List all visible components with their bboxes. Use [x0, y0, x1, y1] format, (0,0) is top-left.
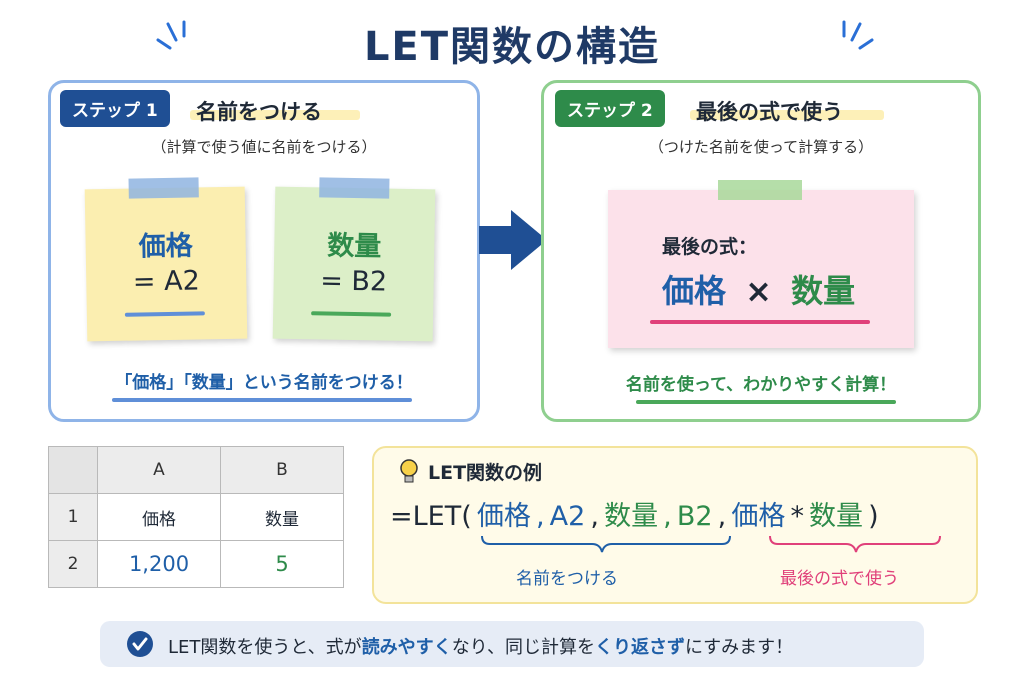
formula-expr2: 数量 — [809, 501, 864, 532]
page-title: LET関数の構造 — [363, 24, 661, 70]
check-circle-icon — [127, 631, 153, 657]
brace-name-value-pairs — [481, 535, 731, 553]
formula-value1: A2 — [549, 501, 586, 532]
cell-a2: 1,200 — [97, 540, 221, 588]
final-expression-operator: × — [745, 272, 772, 310]
step2-caption: 名前を使って、わかりやすく計算！ — [625, 375, 897, 395]
step1-heading: 名前をつける — [196, 100, 322, 124]
step2-subtitle: （つけた名前を使って計算する） — [648, 138, 874, 156]
formula-sep2: , — [590, 501, 599, 532]
note-quantity-name: 数量 — [327, 230, 382, 263]
step2-heading: 最後の式で使う — [696, 100, 843, 124]
let-formula: =LET( 価格 , A2 , 数量 , B2 , 価格 * 数量 ) — [390, 494, 879, 533]
spreadsheet: A B 1 価格 数量 2 1,200 5 — [48, 446, 344, 588]
formula-suffix: ) — [868, 501, 879, 532]
formula-name2: 数量 — [604, 501, 659, 532]
next-step-arrow-icon — [479, 210, 547, 270]
table-row: 2 1,200 5 — [48, 540, 344, 588]
final-expression-right: 数量 — [791, 272, 856, 310]
summary-text-post: にすみます！ — [684, 637, 794, 658]
cell-b2: 5 — [220, 540, 344, 588]
note-price-underline — [124, 311, 205, 317]
formula-prefix: =LET( — [390, 501, 472, 532]
spark-right-icon — [842, 20, 874, 50]
let-example-box — [372, 446, 978, 604]
summary-highlight-no-repeat: くり返さず — [594, 637, 685, 658]
example-title: LET関数の例 — [428, 462, 543, 484]
lightbulb-icon — [400, 459, 418, 483]
formula-sep4: , — [717, 501, 727, 532]
formula-operator: * — [790, 501, 804, 532]
summary-text: LET関数を使うと、式が読みやすくなり、同じ計算をくり返さずにすみます！ — [168, 633, 793, 659]
summary-text-mid: なり、同じ計算を — [451, 637, 595, 658]
note-final-expression: 最後の式： 価格 × 数量 — [608, 180, 914, 348]
note-price-name: 価格 — [138, 230, 193, 263]
note-quantity-value: = B2 — [319, 265, 388, 298]
summary-text-pre: LET関数を使うと、式が — [168, 637, 362, 658]
brace-left-label: 名前をつける — [516, 569, 618, 589]
step2-caption-underline — [636, 400, 896, 404]
cell-b1: 数量 — [220, 493, 344, 541]
row-header: 1 — [48, 493, 98, 541]
note-quantity-underline — [311, 311, 392, 317]
formula-name1: 価格 — [476, 501, 531, 532]
sheet-corner-cell — [48, 446, 98, 494]
formula-expr1: 価格 — [731, 501, 786, 532]
step1-badge: ステップ 1 — [60, 90, 170, 127]
step1-heading-highlight — [190, 110, 360, 120]
step2-badge: ステップ 2 — [555, 90, 665, 127]
cell-a1: 価格 — [97, 493, 221, 541]
final-expression-left: 価格 — [662, 272, 727, 310]
spark-left-icon — [156, 20, 186, 50]
step1-caption: 「価格」「数量」という名前をつける！ — [115, 373, 413, 393]
note-price: 価格 = A2 — [84, 177, 248, 342]
final-expression: 価格 × 数量 — [662, 266, 855, 312]
step2-heading-highlight — [690, 110, 884, 120]
column-header-a: A — [97, 446, 221, 494]
summary-highlight-readable: 読みやすく — [361, 637, 452, 658]
formula-sep3: , — [663, 501, 672, 532]
formula-value2: B2 — [676, 501, 713, 532]
table-row: 1 価格 数量 — [48, 493, 344, 541]
brace-right-label: 最後の式で使う — [780, 569, 899, 589]
note-quantity: 数量 = B2 — [272, 177, 436, 342]
formula-sep1: , — [535, 501, 545, 532]
step1-caption-underline — [112, 398, 412, 402]
row-header: 2 — [48, 540, 98, 588]
final-expression-label: 最後の式： — [662, 236, 758, 258]
column-header-b: B — [220, 446, 344, 494]
formula-braces — [481, 535, 941, 553]
final-expression-underline — [650, 320, 870, 324]
step1-subtitle: （計算で使う値に名前をつける） — [151, 138, 377, 156]
brace-final-expression — [769, 535, 941, 553]
summary-callout — [100, 621, 924, 667]
note-price-value: = A2 — [132, 265, 200, 298]
